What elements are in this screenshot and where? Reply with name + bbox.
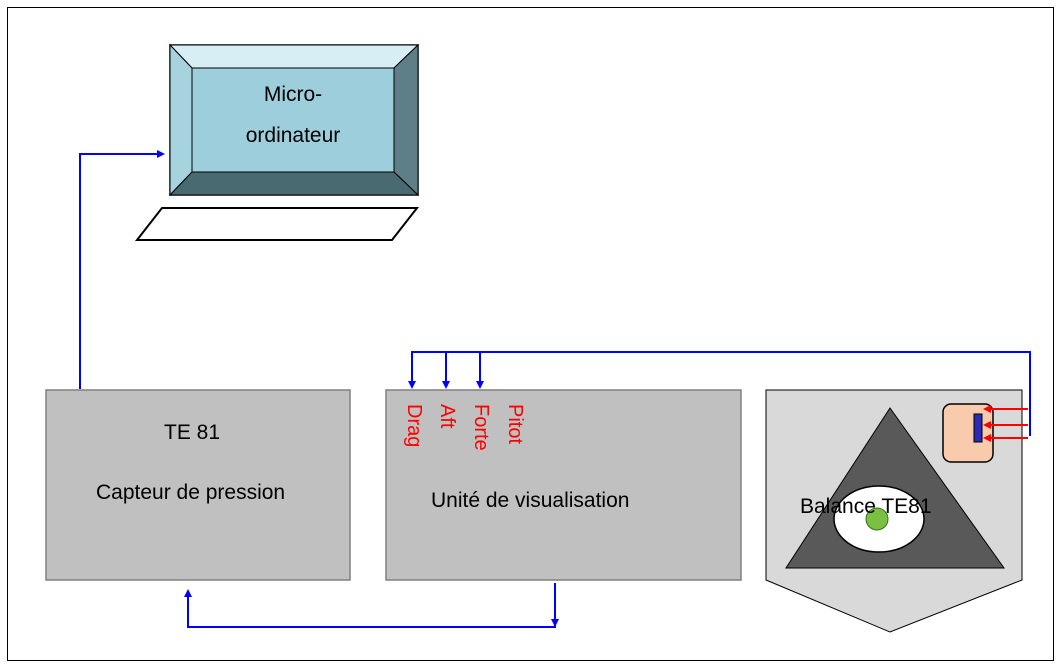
visualisation-title: Unité de visualisation: [431, 489, 630, 512]
balance-ball: [865, 507, 889, 531]
visualisation-box: [385, 389, 742, 581]
computer-monitor-icon: [168, 43, 420, 197]
capteur-subtitle: Capteur de pression: [96, 481, 286, 504]
sensor-block-icon: [942, 403, 994, 463]
monitor-label-line1: Micro-: [263, 83, 323, 106]
keyboard-icon: [134, 207, 420, 241]
channel-pitot-label: Pitot: [504, 404, 526, 445]
channel-forte-label: Forte: [470, 404, 492, 451]
channel-aft-label: Aft: [436, 404, 458, 429]
balance-label: Balance TE81: [800, 495, 932, 518]
capteur-title: TE 81: [164, 421, 221, 444]
capteur-box: [45, 389, 351, 581]
monitor-label-line2: ordinateur: [245, 124, 341, 148]
sensor-arrows: [983, 405, 1028, 442]
monitor-label: Micro- ordinateur: [218, 82, 368, 148]
channel-drag-label: Drag: [403, 404, 425, 448]
